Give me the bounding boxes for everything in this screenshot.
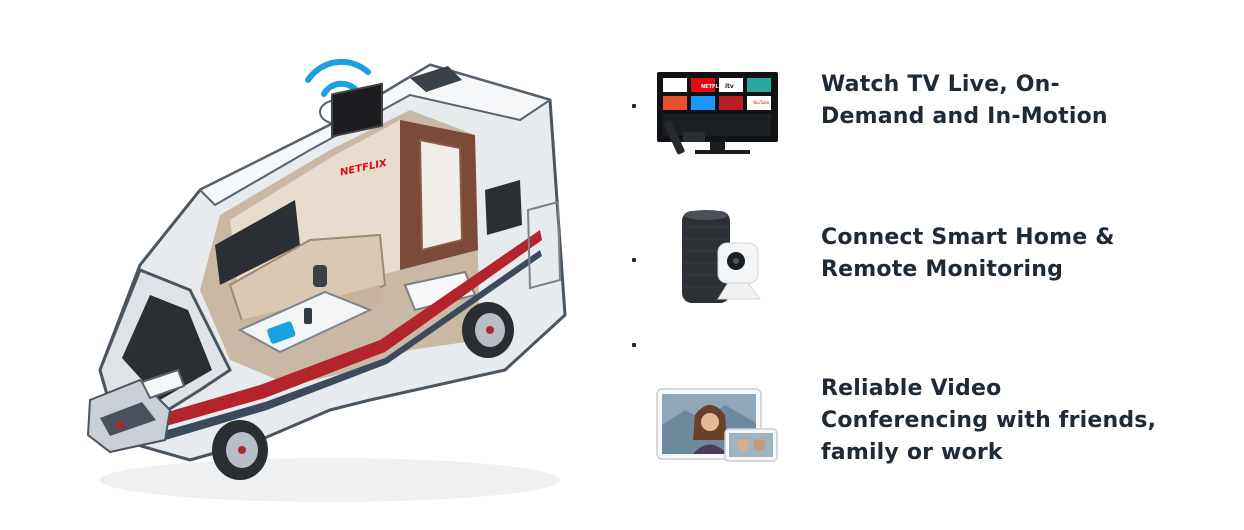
feature-tv-line-1: Watch TV Live, On- <box>821 72 1060 97</box>
bullet-2 <box>632 258 636 262</box>
feature-video-line-1: Reliable Video <box>821 376 1002 401</box>
svg-text:itv: itv <box>725 83 734 90</box>
svg-text:NETFLIX: NETFLIX <box>701 84 724 90</box>
tv-streaming-icon: NETFLIX itv YouTube <box>655 70 780 160</box>
feature-video-line-2: Conferencing with friends, <box>821 408 1157 433</box>
smart-speaker <box>682 211 730 303</box>
feature-video-text: Reliable Video Conferencing with friends… <box>821 373 1156 469</box>
feature-tv-line-2: Demand and In-Motion <box>821 104 1108 129</box>
rear-wheel <box>462 302 514 358</box>
wifi-icon <box>305 58 371 97</box>
video-call-icon <box>655 385 780 463</box>
feature-smart-home-text: Connect Smart Home & Remote Monitoring <box>821 222 1115 286</box>
smart-home-icon <box>678 207 768 307</box>
campervan-illustration: NETFLIX <box>80 40 590 510</box>
feature-video-line-3: family or work <box>821 440 1003 465</box>
svg-text:YouTube: YouTube <box>752 100 770 105</box>
feature-tv-text: Watch TV Live, On- Demand and In-Motion <box>821 69 1108 133</box>
feature-smart-home-line-2: Remote Monitoring <box>821 257 1064 282</box>
bullet-1 <box>632 104 636 108</box>
feature-smart-home-line-1: Connect Smart Home & <box>821 225 1115 250</box>
campervan-cutaway: NETFLIX <box>86 58 567 502</box>
bullet-3 <box>632 343 636 347</box>
front-wheel <box>212 420 268 480</box>
